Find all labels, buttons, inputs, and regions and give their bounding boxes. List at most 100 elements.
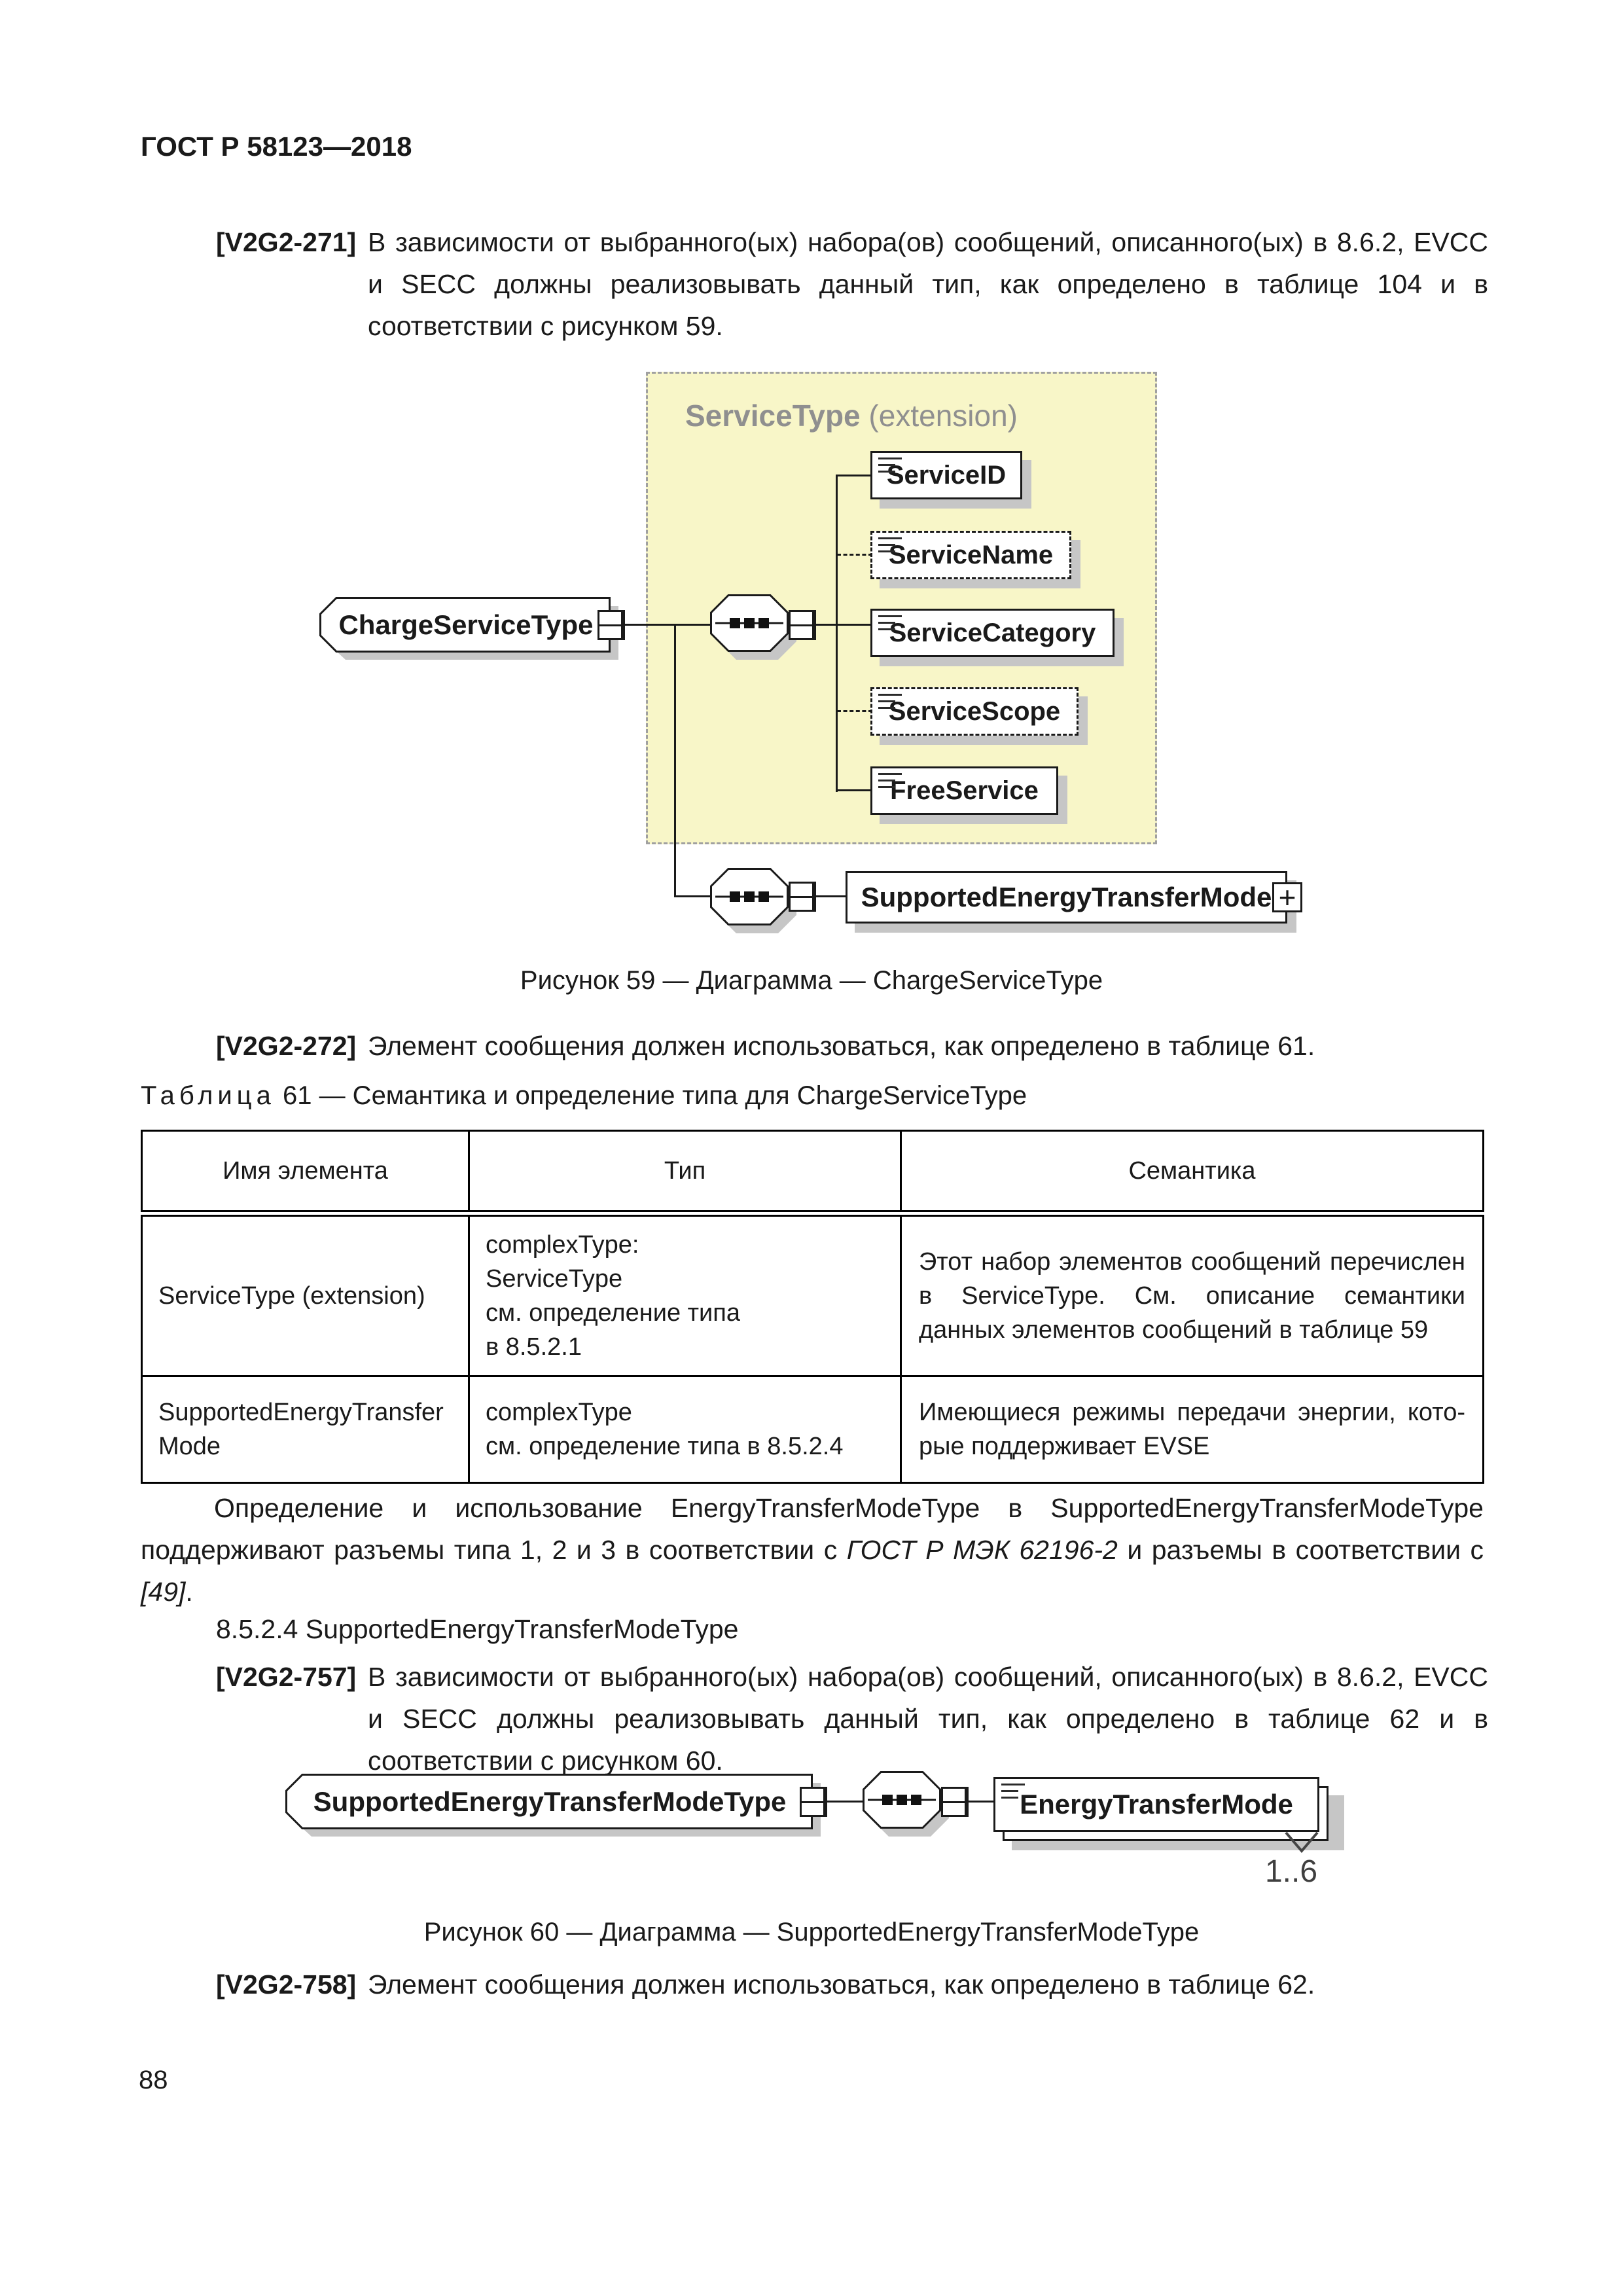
cell-element-name: SupportedEnergyTransfer​Mode bbox=[141, 1375, 470, 1484]
children-branch-vertical bbox=[836, 475, 838, 792]
chevron-path bbox=[1285, 1831, 1319, 1854]
col-header-type: Тип bbox=[468, 1130, 902, 1217]
intro-text: Определение и использование EnergyTransf… bbox=[141, 1493, 1484, 1565]
element-icon bbox=[878, 694, 903, 710]
sequence-dot bbox=[744, 891, 755, 902]
connector-socket bbox=[789, 610, 816, 640]
chargeservicetype-tag-label: ChargeServiceType bbox=[338, 609, 594, 640]
element-icon bbox=[878, 773, 903, 789]
multiplicity-label: 1..6 bbox=[1264, 1854, 1318, 1889]
intro-bib-ref: [49] bbox=[141, 1577, 186, 1607]
chargeservicetype-tag-shape bbox=[319, 597, 618, 660]
element-box-supportedenergytransfermode: SupportedEnergyTransferMode bbox=[846, 871, 1287, 924]
element-box-energytransfermode: EnergyTransferMode bbox=[993, 1777, 1319, 1832]
col-header-semantics: Семантика bbox=[900, 1130, 1484, 1217]
element-label: ServiceName bbox=[888, 540, 1054, 569]
page-number: 88 bbox=[139, 2066, 168, 2094]
requirement-label: [V2G2-272] bbox=[216, 1031, 357, 1061]
element-label: FreeService bbox=[890, 776, 1039, 805]
element-label: ServiceScope bbox=[888, 696, 1061, 726]
element-icon bbox=[878, 537, 903, 554]
sequence-dot bbox=[730, 618, 740, 628]
element-label: SupportedEnergyTransferMode bbox=[861, 882, 1272, 912]
intro-paragraph: Определение и использование EnergyTransf… bbox=[141, 1487, 1484, 1613]
requirement-label: [V2G2-271] bbox=[216, 227, 357, 257]
element-label: EnergyTransferMode bbox=[1020, 1789, 1293, 1820]
cell-element-name: ServiceType (extension) bbox=[141, 1212, 470, 1377]
connector-line bbox=[826, 1801, 864, 1803]
servicetype-extension-label-bold: ServiceType bbox=[685, 399, 861, 433]
cell-semantics: Этот набор элементов сообщений перечисле… bbox=[900, 1212, 1484, 1377]
branch-line-stub bbox=[674, 895, 711, 897]
cell-type: complexType: ServiceType см. определение… bbox=[468, 1212, 902, 1377]
connector-socket bbox=[597, 610, 625, 640]
connector-line bbox=[624, 624, 711, 626]
table-row: SupportedEnergyTransfer​Mode complexType… bbox=[141, 1375, 1484, 1484]
connector-socket bbox=[941, 1787, 969, 1817]
element-box-servicescope: ServiceScope bbox=[870, 687, 1079, 736]
connector-socket bbox=[800, 1787, 827, 1817]
figure-59-caption: Рисунок 59 — Диаграмма — ChargeServiceTy… bbox=[520, 966, 1103, 995]
requirement-v2g2-758: [V2G2-758] Элемент сообщения должен испо… bbox=[216, 1964, 1488, 2005]
element-icon bbox=[1001, 1784, 1026, 1800]
sequence-dot bbox=[911, 1795, 921, 1805]
requirement-text: Элемент сообщения должен использоваться,… bbox=[368, 1031, 1315, 1061]
intro-standard-ref: ГОСТ Р МЭК 62196-2 bbox=[846, 1535, 1118, 1565]
element-icon bbox=[878, 615, 903, 632]
connector-line bbox=[813, 895, 846, 897]
table-61-caption: Таблица 61 — Семантика и определение тип… bbox=[141, 1081, 1027, 1111]
sequence-dot bbox=[730, 891, 740, 902]
cell-type: complexType см. определение типа в 8.5.2… bbox=[468, 1375, 902, 1484]
sequence-dot bbox=[744, 618, 755, 628]
supportedenergytransfermodetype-tag-shape bbox=[285, 1774, 821, 1837]
requirement-v2g2-757: [V2G2-757] В зависимости от выбранного(ы… bbox=[216, 1656, 1488, 1782]
table-caption-word: Таблица bbox=[141, 1081, 276, 1110]
sequence-icon bbox=[863, 1771, 949, 1837]
element-label: ServiceID bbox=[886, 460, 1007, 490]
element-box-servicecategory: ServiceCategory bbox=[870, 609, 1115, 657]
table-row: ServiceType (extension) complexType: Ser… bbox=[141, 1212, 1484, 1377]
requirement-text: В зависимости от выбранного(ых) набора(о… bbox=[368, 1662, 1488, 1776]
table-header-row: Имя элемента Тип Семантика bbox=[141, 1130, 1484, 1217]
table-61: Имя элемента Тип Семантика ServiceType (… bbox=[141, 1130, 1484, 1484]
supportedenergytransfermodetype-tag-label: SupportedEnergyTransferModeType bbox=[313, 1786, 787, 1817]
sequence-dot bbox=[758, 618, 769, 628]
col-header-element-name: Имя элемента bbox=[141, 1130, 470, 1217]
doc-header: ГОСТ Р 58123—2018 bbox=[141, 131, 412, 162]
element-box-freeservice: FreeService bbox=[870, 766, 1058, 815]
element-box-serviceid: ServiceID bbox=[870, 451, 1022, 499]
element-box-servicename: ServiceName bbox=[870, 531, 1071, 579]
requirement-v2g2-272: [V2G2-272] Элемент сообщения должен испо… bbox=[216, 1025, 1488, 1067]
sequence-dot bbox=[758, 891, 769, 902]
connector-line bbox=[967, 1801, 993, 1803]
requirement-text: В зависимости от выбранного(ых) набора(о… bbox=[368, 227, 1488, 341]
table-caption-text: — Семантика и определение типа для Charg… bbox=[319, 1081, 1027, 1110]
section-heading-8524: 8.5.2.4 SupportedEnergyTransferModeType bbox=[216, 1614, 739, 1644]
chevron-down-icon bbox=[1285, 1831, 1319, 1854]
servicetype-extension-label-rest: (extension) bbox=[860, 399, 1018, 433]
stub-servicescope-dashed bbox=[837, 710, 872, 712]
requirement-text: Элемент сообщения должен использоваться,… bbox=[368, 1969, 1315, 2000]
requirement-v2g2-271: [V2G2-271] В зависимости от выбранного(ы… bbox=[216, 221, 1488, 347]
table-caption-number: 61 bbox=[275, 1081, 319, 1110]
figure-60-caption: Рисунок 60 — Диаграмма — SupportedEnergy… bbox=[423, 1918, 1200, 1946]
tag-body bbox=[319, 597, 611, 653]
intro-text: и разъемы в соответствии с bbox=[1117, 1535, 1484, 1565]
servicetype-extension-label: ServiceType (extension) bbox=[685, 398, 1018, 433]
expand-plus-icon: + bbox=[1272, 880, 1302, 914]
branch-line-vertical bbox=[674, 624, 676, 897]
sequence-dot bbox=[882, 1795, 893, 1805]
element-label: ServiceCategory bbox=[889, 618, 1096, 647]
element-icon bbox=[878, 457, 903, 474]
intro-text: . bbox=[185, 1577, 193, 1607]
stub-servicename-dashed bbox=[837, 554, 872, 556]
sequence-dot bbox=[897, 1795, 907, 1805]
cell-semantics: Имеющиеся режимы передачи энергии, кото­… bbox=[900, 1375, 1484, 1484]
tag-body bbox=[285, 1774, 813, 1829]
sequence-icon bbox=[710, 868, 796, 933]
connector-line bbox=[813, 624, 874, 626]
sequence-icon bbox=[710, 594, 796, 660]
requirement-label: [V2G2-758] bbox=[216, 1969, 357, 2000]
requirement-label: [V2G2-757] bbox=[216, 1662, 357, 1692]
